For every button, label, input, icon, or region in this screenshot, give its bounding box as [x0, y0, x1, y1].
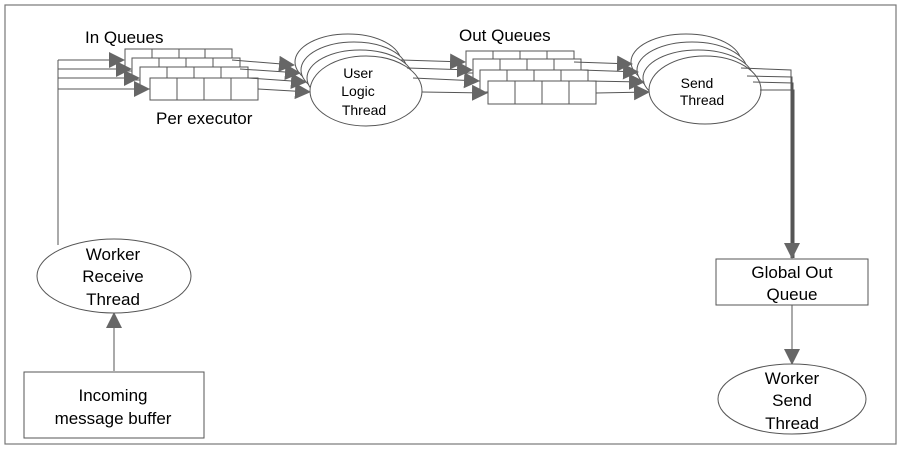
user-logic-line-3: Thread [342, 102, 386, 118]
worker-send-thread [717, 363, 867, 435]
worker-send-text: Worker Send Thread [765, 369, 820, 433]
worker-send-line-1: Worker [765, 369, 820, 388]
worker-receive-thread [36, 238, 192, 314]
worker-receive-line-1: Worker [86, 245, 141, 264]
user-logic-thread-stack [294, 33, 423, 127]
worker-send-line-2: Send [772, 391, 812, 410]
global-out-queue-line-2: Queue [766, 285, 817, 304]
in-queue-4 [149, 77, 259, 101]
send-thread-line-1: Send [681, 75, 714, 91]
send-thread-text: Send Thread [680, 75, 724, 108]
out-queues-stack [465, 50, 597, 105]
send-to-global-arrows [740, 67, 800, 259]
out-queues-label: Out Queues [459, 26, 551, 45]
global-out-queue [715, 258, 869, 306]
global-out-queue-line-1: Global Out [751, 263, 833, 282]
receive-to-inqueue-arrows [57, 52, 150, 245]
send-thread-line-2: Thread [680, 92, 724, 108]
global-out-queue-text: Global Out Queue [751, 263, 833, 304]
incoming-buffer-text: Incoming message buffer [55, 386, 172, 428]
incoming-message-buffer [23, 371, 205, 439]
worker-receive-line-2: Receive [82, 267, 143, 286]
in-queues-label: In Queues [85, 28, 163, 47]
logic-to-outqueue-arrows [400, 53, 488, 101]
user-logic-thread-text: User Logic Thread [341, 65, 386, 118]
outqueue-to-send-arrows [573, 55, 650, 101]
worker-send-line-3: Thread [765, 414, 819, 433]
send-thread-stack [630, 33, 762, 125]
user-logic-line-2: Logic [341, 83, 374, 99]
worker-receive-text: Worker Receive Thread [82, 245, 143, 309]
incoming-buffer-line-2: message buffer [55, 409, 172, 428]
worker-receive-line-3: Thread [86, 290, 140, 309]
incoming-buffer-line-1: Incoming [79, 386, 148, 405]
per-executor-label: Per executor [156, 109, 253, 128]
user-logic-line-1: User [343, 65, 373, 81]
inqueue-to-logic-arrows [231, 55, 311, 100]
out-queue-4 [487, 80, 597, 105]
